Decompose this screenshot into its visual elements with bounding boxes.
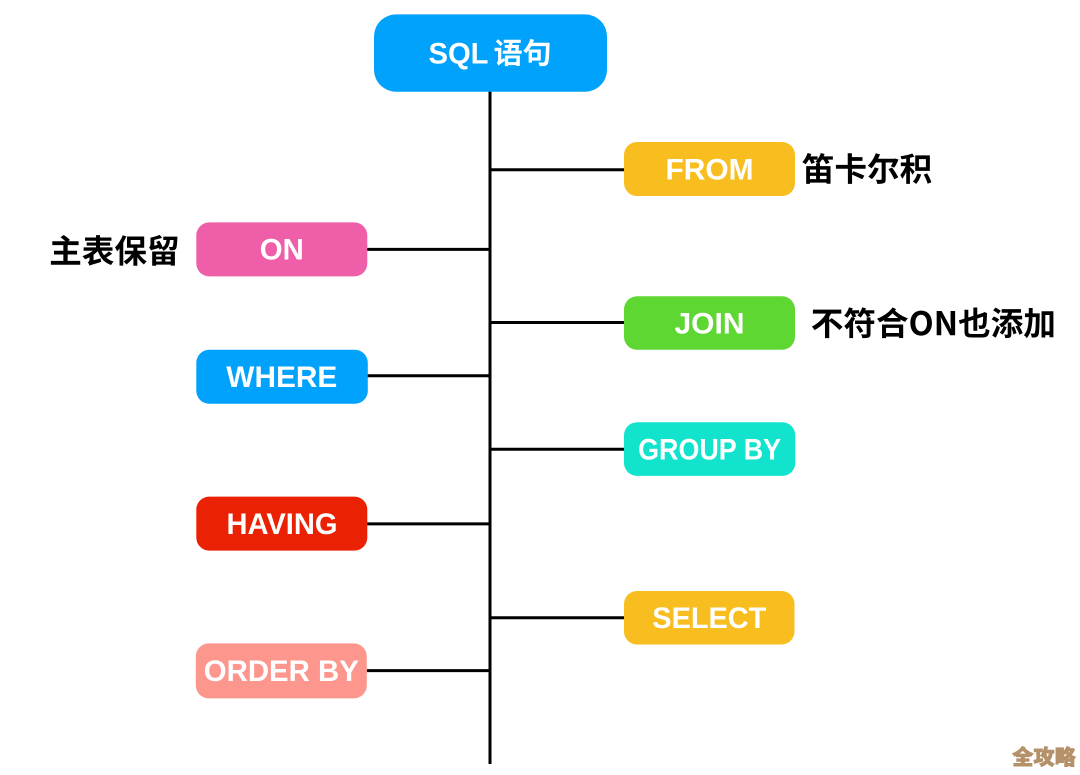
svg-text:HAVING: HAVING [227, 508, 338, 541]
svg-text:JOIN: JOIN [675, 307, 745, 340]
svg-text:WHERE: WHERE [226, 361, 337, 394]
svg-text:SELECT: SELECT [652, 602, 766, 635]
svg-text:GROUP BY: GROUP BY [638, 433, 781, 466]
svg-text:ON: ON [260, 234, 304, 267]
svg-text:FROM: FROM [666, 153, 754, 186]
svg-text:ORDER BY: ORDER BY [204, 655, 359, 688]
svg-text:SQL: SQL [429, 38, 489, 71]
